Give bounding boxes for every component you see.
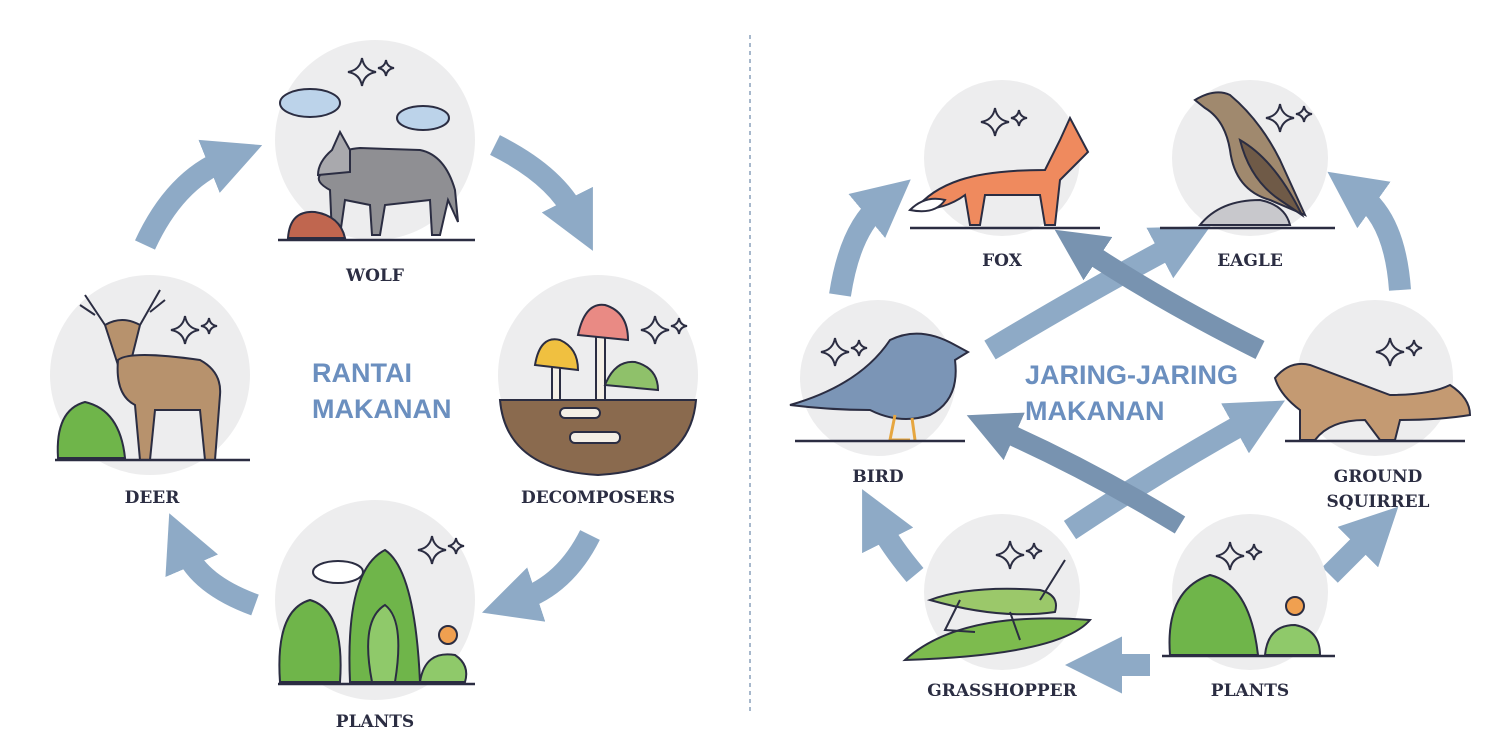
arrow-grasshopper-to-bird xyxy=(862,489,924,583)
leaf-icon xyxy=(902,617,1093,662)
plants-node: PLANTS xyxy=(275,500,475,732)
web-plants-node: PLANTS xyxy=(1162,514,1335,701)
bush-icon xyxy=(278,548,468,683)
grasshopper-label: GRASSHOPPER xyxy=(927,681,1077,701)
arrow-squirrel-to-eagle xyxy=(1327,171,1411,291)
decomposers-node: DECOMPOSERS xyxy=(498,275,698,508)
arrow-plants-to-bird xyxy=(966,412,1186,534)
meat-icon xyxy=(286,210,347,239)
ground-squirrel-node: GROUND SQUIRREL xyxy=(1273,300,1472,512)
bird-node: BIRD xyxy=(789,300,971,487)
ground-squirrel-label-line1: GROUND xyxy=(1334,467,1423,487)
food-web-title-line2: MAKANAN xyxy=(1025,396,1164,426)
web-plants-label: PLANTS xyxy=(1211,681,1289,701)
cloud-icon xyxy=(279,88,450,131)
plants-label: PLANTS xyxy=(336,712,414,732)
grasshopper-icon xyxy=(926,559,1066,641)
arrow-deer-to-wolf xyxy=(135,139,263,250)
fox-node: FOX xyxy=(907,80,1100,271)
bird-label: BIRD xyxy=(852,467,903,487)
arrow-bird-to-fox xyxy=(829,179,911,297)
wolf-node: WOLF xyxy=(275,40,475,286)
bone-icon xyxy=(559,407,621,444)
eagle-icon xyxy=(1193,91,1307,226)
bush-icon xyxy=(56,400,127,459)
food-chain: WOLF DECOMPOSERS xyxy=(50,40,698,732)
arrow-decomposers-to-plants xyxy=(482,529,600,622)
mushroom-icon xyxy=(533,303,660,401)
arrow-wolf-to-decomposers xyxy=(490,135,593,251)
deer-node: DEER xyxy=(50,275,250,508)
cloud-icon xyxy=(312,560,364,584)
ground-squirrel-label-line2: SQUIRREL xyxy=(1326,492,1429,512)
arrow-squirrel-to-fox xyxy=(1054,229,1265,359)
food-web: FOX EAGLE BIRD xyxy=(789,80,1472,701)
deer-icon xyxy=(79,289,222,461)
decomposers-label: DECOMPOSERS xyxy=(521,488,675,508)
food-chain-title-line1: RANTAI xyxy=(312,358,412,388)
grasshopper-node: GRASSHOPPER xyxy=(902,514,1093,701)
fox-label: FOX xyxy=(982,251,1023,271)
food-chain-title-line2: MAKANAN xyxy=(312,394,451,424)
deer-label: DEER xyxy=(125,488,181,508)
fox-icon xyxy=(907,115,1090,226)
bush-icon xyxy=(1168,573,1322,656)
wolf-label: WOLF xyxy=(345,266,404,286)
arrow-grasshopper-to-squirrel xyxy=(1063,400,1286,540)
arrow-bird-to-eagle xyxy=(984,226,1211,360)
arrow-plants-to-squirrel xyxy=(1322,506,1399,583)
eagle-node: EAGLE xyxy=(1160,80,1335,271)
arrow-plants-to-deer xyxy=(165,513,259,616)
wolf-icon xyxy=(316,129,459,236)
food-web-title-line1: JARING-JARING xyxy=(1025,360,1238,390)
eagle-label: EAGLE xyxy=(1217,251,1283,271)
